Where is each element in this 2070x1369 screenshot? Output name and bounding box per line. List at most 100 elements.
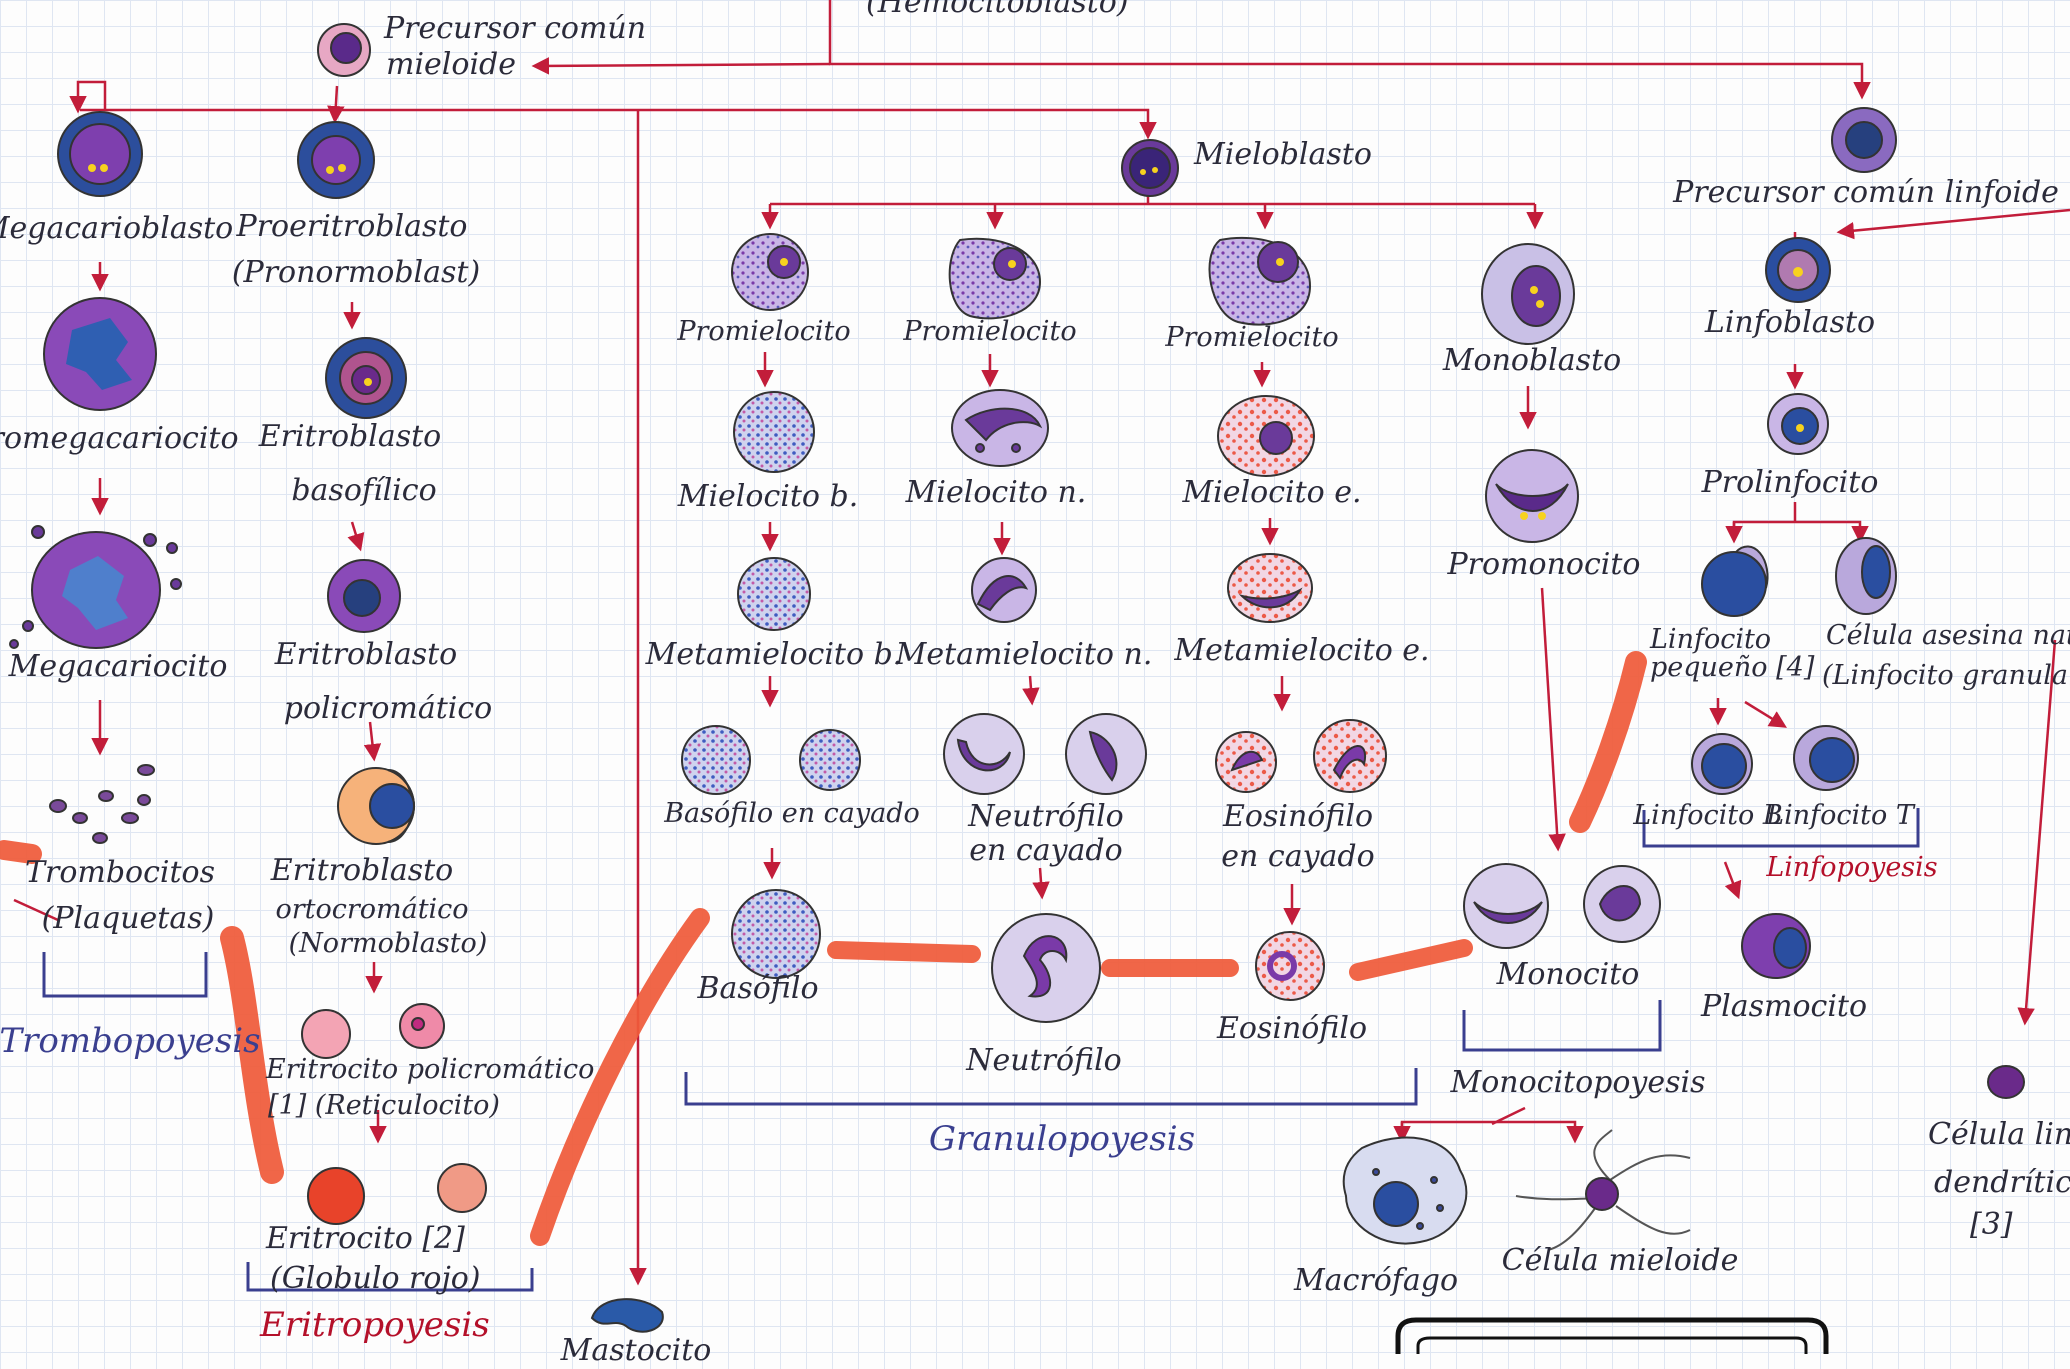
cell-linfocito-t xyxy=(1793,725,1859,791)
cell-megacariocito xyxy=(9,525,182,649)
bracket-trombopoyesis xyxy=(42,952,208,998)
bracket-granulopoyesis xyxy=(684,1068,1418,1106)
cell-eritroblasto-policromatico xyxy=(327,559,401,633)
cell-mielocito-e xyxy=(1217,395,1315,477)
cell-metamielocito-b xyxy=(737,557,811,631)
label-celula-asesina-2: (Linfocito granular g. xyxy=(1822,660,2070,691)
label-macrofago: Macrófago xyxy=(1293,1263,1459,1298)
label-eritroblasto-basofilico-1: Eritroblasto xyxy=(258,419,442,454)
cell-megacarioblasto xyxy=(57,111,143,197)
label-metamielocito-n: Metamielocito n. xyxy=(895,637,1153,672)
cell-neutrofilo-cayado-1 xyxy=(943,713,1025,795)
cell-eritrocito xyxy=(307,1167,365,1225)
label-mielocito-n: Mielocito n. xyxy=(905,475,1087,510)
bracket-eritropoyesis xyxy=(246,1262,534,1292)
label-hemocitoblasto: (Hemocitoblasto) xyxy=(866,0,1129,20)
cell-neutrofilo xyxy=(991,913,1101,1023)
label-basofilo: Basófilo xyxy=(697,971,819,1006)
connector-lines xyxy=(13,0,2070,1286)
bracket-linfopoyesis xyxy=(1642,808,1920,848)
label-mieloblasto: Mieloblasto xyxy=(1194,137,1372,172)
label-metamielocito-e: Metamielocito e. xyxy=(1174,633,1430,668)
cell-metamielocito-e xyxy=(1227,553,1313,623)
label-linfoblasto: Linfoblasto xyxy=(1704,305,1876,340)
label-monocito: Monocito xyxy=(1496,957,1640,992)
label-trombocitos-2: (Plaquetas) xyxy=(41,901,215,936)
cell-macrofago xyxy=(1342,1136,1468,1245)
cell-eritrocito-policromatico-2 xyxy=(399,1003,445,1049)
connector-to-mieloide xyxy=(531,57,831,75)
label-trombocitos-1: Trombocitos xyxy=(24,855,216,890)
label-linfocito-pequeno-2: pequeño [4] xyxy=(1650,652,1815,683)
label-eritroblasto-ortocromatico-1: Eritroblasto xyxy=(270,853,454,888)
label-eritrocito-2: (Globulo rojo) xyxy=(270,1261,481,1296)
cell-linfocito-b xyxy=(1691,733,1753,795)
cell-basofilo-cayado-2 xyxy=(799,729,861,791)
label-proeritroblasto-1: Proeritroblasto xyxy=(236,209,468,244)
label-eritroblasto-ortocromatico-3: (Normoblasto) xyxy=(288,928,488,959)
label-linfopoyesis: Linfopoyesis xyxy=(1766,852,1938,883)
cell-dendritica xyxy=(1987,1065,2025,1099)
label-promielocito-e: Promielocito xyxy=(1165,322,1339,353)
label-promonocito: Promonocito xyxy=(1447,547,1641,582)
cell-promielocito-b xyxy=(731,233,809,311)
cell-celula-mieloide xyxy=(1515,1129,1691,1251)
connector-mieloide-bus xyxy=(80,108,1157,140)
label-precursor-mieloide-1: Precursor común xyxy=(384,11,647,46)
label-eritroblasto-basofilico-2: basofílico xyxy=(291,473,437,508)
label-promegacariocito: Promegacariocito xyxy=(0,421,239,456)
highlight-strokes xyxy=(0,651,1647,1246)
label-plasmocito: Plasmocito xyxy=(1700,989,1868,1024)
cell-promonocito xyxy=(1485,449,1579,543)
group-brackets xyxy=(42,808,1920,1292)
label-basofilo-cayado: Basófilo en cayado xyxy=(664,798,920,829)
group-granulopoyesis: Granulopoyesis xyxy=(928,1119,1196,1159)
group-eritropoyesis: Eritropoyesis xyxy=(260,1305,490,1345)
group-trombopoyesis: Trombopoyesis xyxy=(0,1021,261,1061)
label-mielocito-e: Mielocito e. xyxy=(1182,475,1362,510)
cell-precursor-mieloide xyxy=(317,23,371,77)
cell-basofilo xyxy=(731,889,821,979)
label-megacarioblasto: Megacarioblasto xyxy=(0,211,234,246)
label-monoblasto: Monoblasto xyxy=(1442,343,1622,378)
label-eritrocito-policromatico-1: Eritrocito policromático xyxy=(266,1054,595,1085)
cell-eritroblasto-ortocromatico xyxy=(337,767,415,845)
label-celula-asesina-1: Célula asesina natural xyxy=(1826,620,2070,651)
cell-neutrofilo-cayado-2 xyxy=(1065,713,1147,795)
bracket-monocitopoyesis xyxy=(1462,1000,1662,1052)
cell-eritrocito-policromatico-1 xyxy=(301,1009,351,1059)
label-mielocito-b: Mielocito b. xyxy=(677,479,859,514)
label-celula-dendritica-2: dendrítica xyxy=(1934,1165,2070,1200)
cell-prolinfocito xyxy=(1767,393,1829,455)
label-eosinofilo-cayado-2: en cayado xyxy=(1221,839,1375,874)
label-monocitopoyesis: Monocitopoyesis xyxy=(1450,1065,1706,1100)
cell-basofilo-cayado-1 xyxy=(681,725,751,795)
label-precursor-mieloide-2: mieloide xyxy=(386,47,517,82)
label-linfocito-t: Linfocito T xyxy=(1766,800,1914,831)
label-celula-dendritica-3: [3] xyxy=(1970,1207,2013,1242)
cell-plasmocito xyxy=(1741,913,1811,979)
cell-promielocito-e xyxy=(1208,236,1312,326)
cell-monoblasto xyxy=(1481,243,1575,345)
label-eosinofilo-cayado-1: Eosinófilo xyxy=(1223,799,1373,834)
cell-precursor-linfoide xyxy=(1831,107,1897,173)
label-neutrofilo: Neutrófilo xyxy=(966,1043,1122,1078)
cell-monocito-2 xyxy=(1583,865,1661,943)
connector-mieloide-down xyxy=(327,85,345,124)
cell-linfocito-pequeno xyxy=(1701,545,1769,617)
connector-hemocitoblasto xyxy=(828,0,1871,100)
cell-eritrocito-2 xyxy=(437,1163,487,1213)
cells xyxy=(9,23,2025,1333)
label-eritrocito-policromatico-2: [1] (Reticulocito) xyxy=(268,1090,500,1121)
label-promielocito-b: Promielocito xyxy=(677,316,851,347)
cell-eosinofilo-cayado-2 xyxy=(1313,719,1387,793)
cell-eritroblasto-basofilico xyxy=(325,337,407,419)
label-celula-mieloide: Célula mieloide xyxy=(1501,1243,1739,1278)
label-neutrofilo-cayado-2: en cayado xyxy=(969,833,1123,868)
cell-eosinofilo-cayado-1 xyxy=(1215,731,1277,793)
label-eritroblasto-policromatico-2: policromático xyxy=(283,691,493,726)
label-celula-dendritica-1: Célula linfoide xyxy=(1928,1117,2070,1152)
cell-mielocito-n xyxy=(951,389,1049,467)
connector-to-megacarioblasto xyxy=(69,80,107,114)
